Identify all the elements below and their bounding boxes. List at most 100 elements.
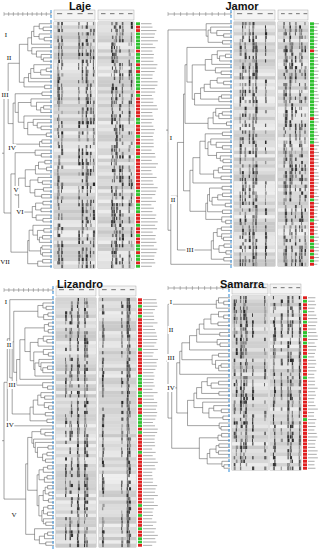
gel-band (111, 193, 113, 197)
gel-band (286, 110, 288, 113)
gel-band (98, 148, 134, 152)
gel-band (54, 56, 95, 60)
gel-band (278, 103, 308, 106)
gel-band (295, 137, 297, 140)
origin-square (136, 176, 140, 179)
gel-band (119, 179, 121, 183)
gel-band (58, 142, 60, 146)
gel-band (255, 63, 257, 66)
gel-band (121, 261, 123, 265)
gel-band (122, 189, 123, 193)
gel-band (86, 148, 87, 152)
gel-band (90, 162, 91, 166)
gel-band (285, 198, 287, 201)
gel-band (256, 171, 258, 174)
gel-band (111, 207, 113, 211)
gel-band (255, 134, 256, 137)
gel-band (256, 154, 258, 157)
gel-band (286, 103, 288, 106)
gel-header-mark (128, 13, 133, 14)
gel-band (78, 203, 80, 207)
gel-band (112, 251, 114, 255)
gel-band (131, 234, 132, 238)
gel-band (242, 36, 244, 39)
gel-band (242, 178, 243, 181)
gel-band (114, 210, 115, 214)
cutoff-line (51, 10, 52, 270)
gel-band (90, 172, 91, 176)
gel-band (256, 103, 258, 106)
gel-band (249, 134, 250, 137)
gel-band (58, 189, 59, 193)
gel-band (54, 128, 95, 132)
gel-band (289, 229, 290, 232)
gel-band (81, 169, 83, 173)
gel-band (98, 80, 134, 84)
gel-band (252, 90, 254, 93)
gel-band (265, 191, 267, 194)
strain-mark (141, 57, 153, 58)
gel-band (78, 261, 80, 265)
gel-band (253, 175, 255, 178)
gel-band (122, 230, 123, 234)
gel-band (283, 151, 285, 154)
gel-band (301, 181, 302, 184)
gel-band (256, 134, 258, 137)
origin-square (136, 265, 140, 268)
gel-band (90, 254, 91, 258)
gel-band (61, 217, 62, 221)
gel-band (57, 230, 59, 234)
gel-band (299, 97, 300, 100)
gel-band (239, 117, 241, 120)
gel-band (240, 46, 242, 49)
gel-band (116, 230, 118, 234)
gel-band (98, 227, 134, 231)
gel-band (93, 265, 94, 269)
gel-band (78, 97, 79, 101)
gel-band (265, 239, 267, 242)
gel-band (234, 137, 275, 140)
gel-band (57, 118, 59, 122)
origin-square (136, 156, 140, 159)
gel-band (291, 63, 293, 66)
gel-band (305, 83, 306, 86)
gel-band (54, 29, 95, 33)
gel-band (253, 29, 254, 32)
gel-band (242, 22, 244, 25)
gel-band (253, 198, 255, 201)
gel-band (119, 73, 121, 77)
gel-band (116, 39, 117, 43)
gel-band (234, 83, 275, 86)
gel-band (111, 145, 113, 149)
strain-mark (141, 256, 155, 257)
gel-band (82, 43, 84, 47)
strain-mark (141, 122, 152, 123)
gel-band (242, 202, 244, 205)
gel-band (61, 166, 63, 170)
gel-band (129, 49, 130, 53)
gel-band (116, 121, 118, 125)
gel-band (119, 118, 121, 122)
gel-band (82, 131, 84, 135)
gel-band (239, 114, 241, 117)
gel-band (278, 164, 308, 167)
gel-band (58, 125, 59, 129)
gel-band (265, 161, 266, 164)
gel-band (87, 169, 89, 173)
gel-band (129, 77, 131, 81)
gel-band (240, 144, 242, 147)
gel-band (82, 70, 83, 74)
gel-band (299, 144, 300, 147)
gel-band (240, 147, 242, 150)
gel-band (256, 90, 257, 93)
gel-band (90, 107, 92, 111)
gel-band (114, 169, 116, 173)
gel-band (89, 46, 91, 50)
gel-band (116, 142, 118, 146)
gel-band (249, 86, 250, 89)
gel-band (253, 185, 254, 188)
gel-band (114, 176, 115, 180)
gel-header-mark (78, 13, 83, 14)
gel-band (286, 249, 287, 252)
gel-band (87, 203, 89, 207)
